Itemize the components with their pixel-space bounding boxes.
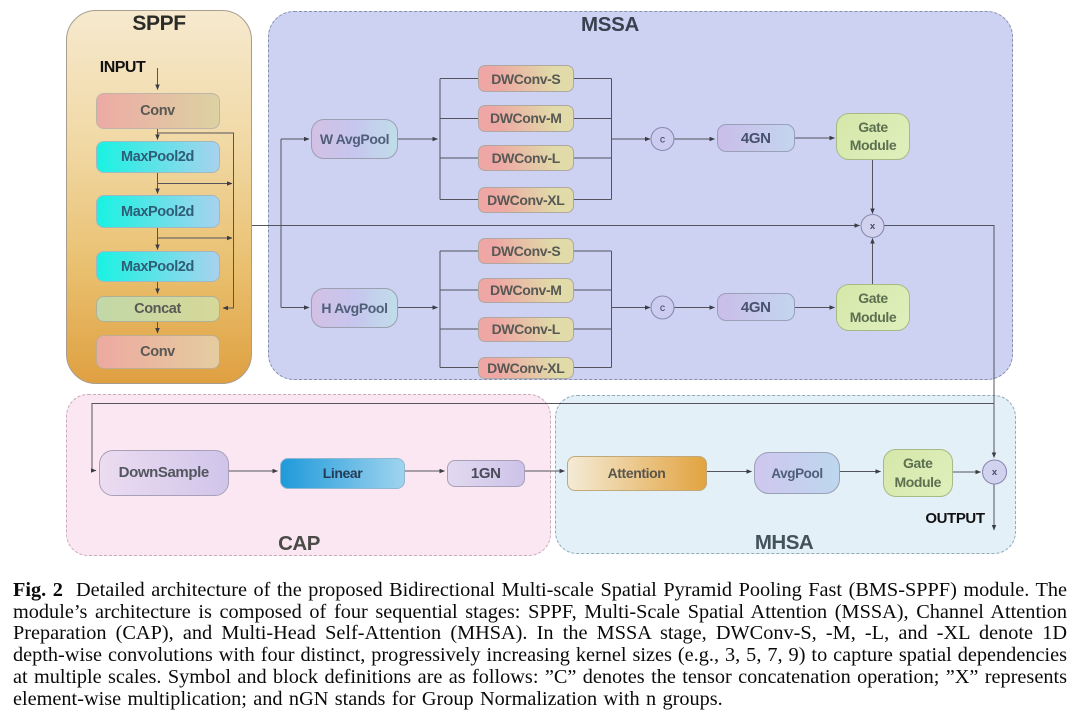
svg-text:c: c (660, 302, 665, 314)
svg-text:c: c (660, 134, 665, 146)
svg-text:x: x (992, 467, 998, 478)
svg-text:x: x (870, 221, 876, 232)
